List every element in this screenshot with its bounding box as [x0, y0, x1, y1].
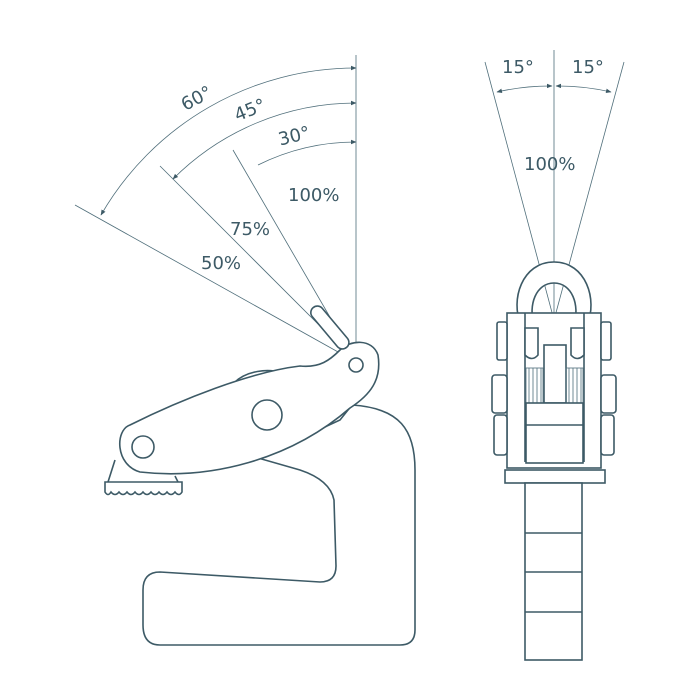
lock-handle	[310, 305, 350, 350]
bolt-right-bottom	[600, 414, 615, 456]
center-post	[543, 344, 567, 404]
label-100pct: 100%	[288, 185, 339, 206]
base-plate	[504, 469, 606, 484]
arc-right-15deg	[555, 83, 612, 94]
pivot-hole	[251, 399, 283, 431]
label-30deg: 30°	[276, 122, 312, 150]
bolt-right-top	[600, 321, 612, 361]
label-60deg: 60°	[178, 82, 216, 116]
arc-left-15deg	[496, 83, 553, 94]
pad-bracket	[107, 459, 179, 483]
lever-arm	[118, 341, 380, 475]
clamp-side-view	[104, 305, 416, 646]
arc-30deg	[257, 139, 357, 166]
pad-hole	[131, 435, 155, 459]
cam-block	[525, 402, 584, 464]
label-left-15deg: 15°	[502, 57, 534, 78]
spring-right	[565, 367, 584, 404]
serrated-pad	[104, 481, 183, 496]
label-right-15deg: 15°	[572, 57, 604, 78]
line-60deg	[74, 204, 357, 363]
handle-pivot	[348, 357, 364, 373]
label-50pct: 50%	[201, 253, 241, 274]
bolt-left-bottom	[493, 414, 508, 456]
clamp-jaw-body	[142, 404, 416, 646]
bolt-left-top	[496, 321, 508, 361]
clamp-front-view	[491, 261, 617, 661]
front-angle-lines	[484, 50, 625, 330]
label-45deg: 45°	[231, 95, 268, 126]
label-front-100pct: 100%	[524, 154, 575, 175]
link-plate-right	[570, 327, 585, 360]
bolt-right-mid	[600, 374, 617, 414]
label-75pct: 75%	[230, 219, 270, 240]
arc-45deg	[172, 100, 357, 180]
spring-left	[525, 367, 544, 404]
bolt-left-mid	[491, 374, 508, 414]
link-plate-left	[524, 327, 539, 360]
